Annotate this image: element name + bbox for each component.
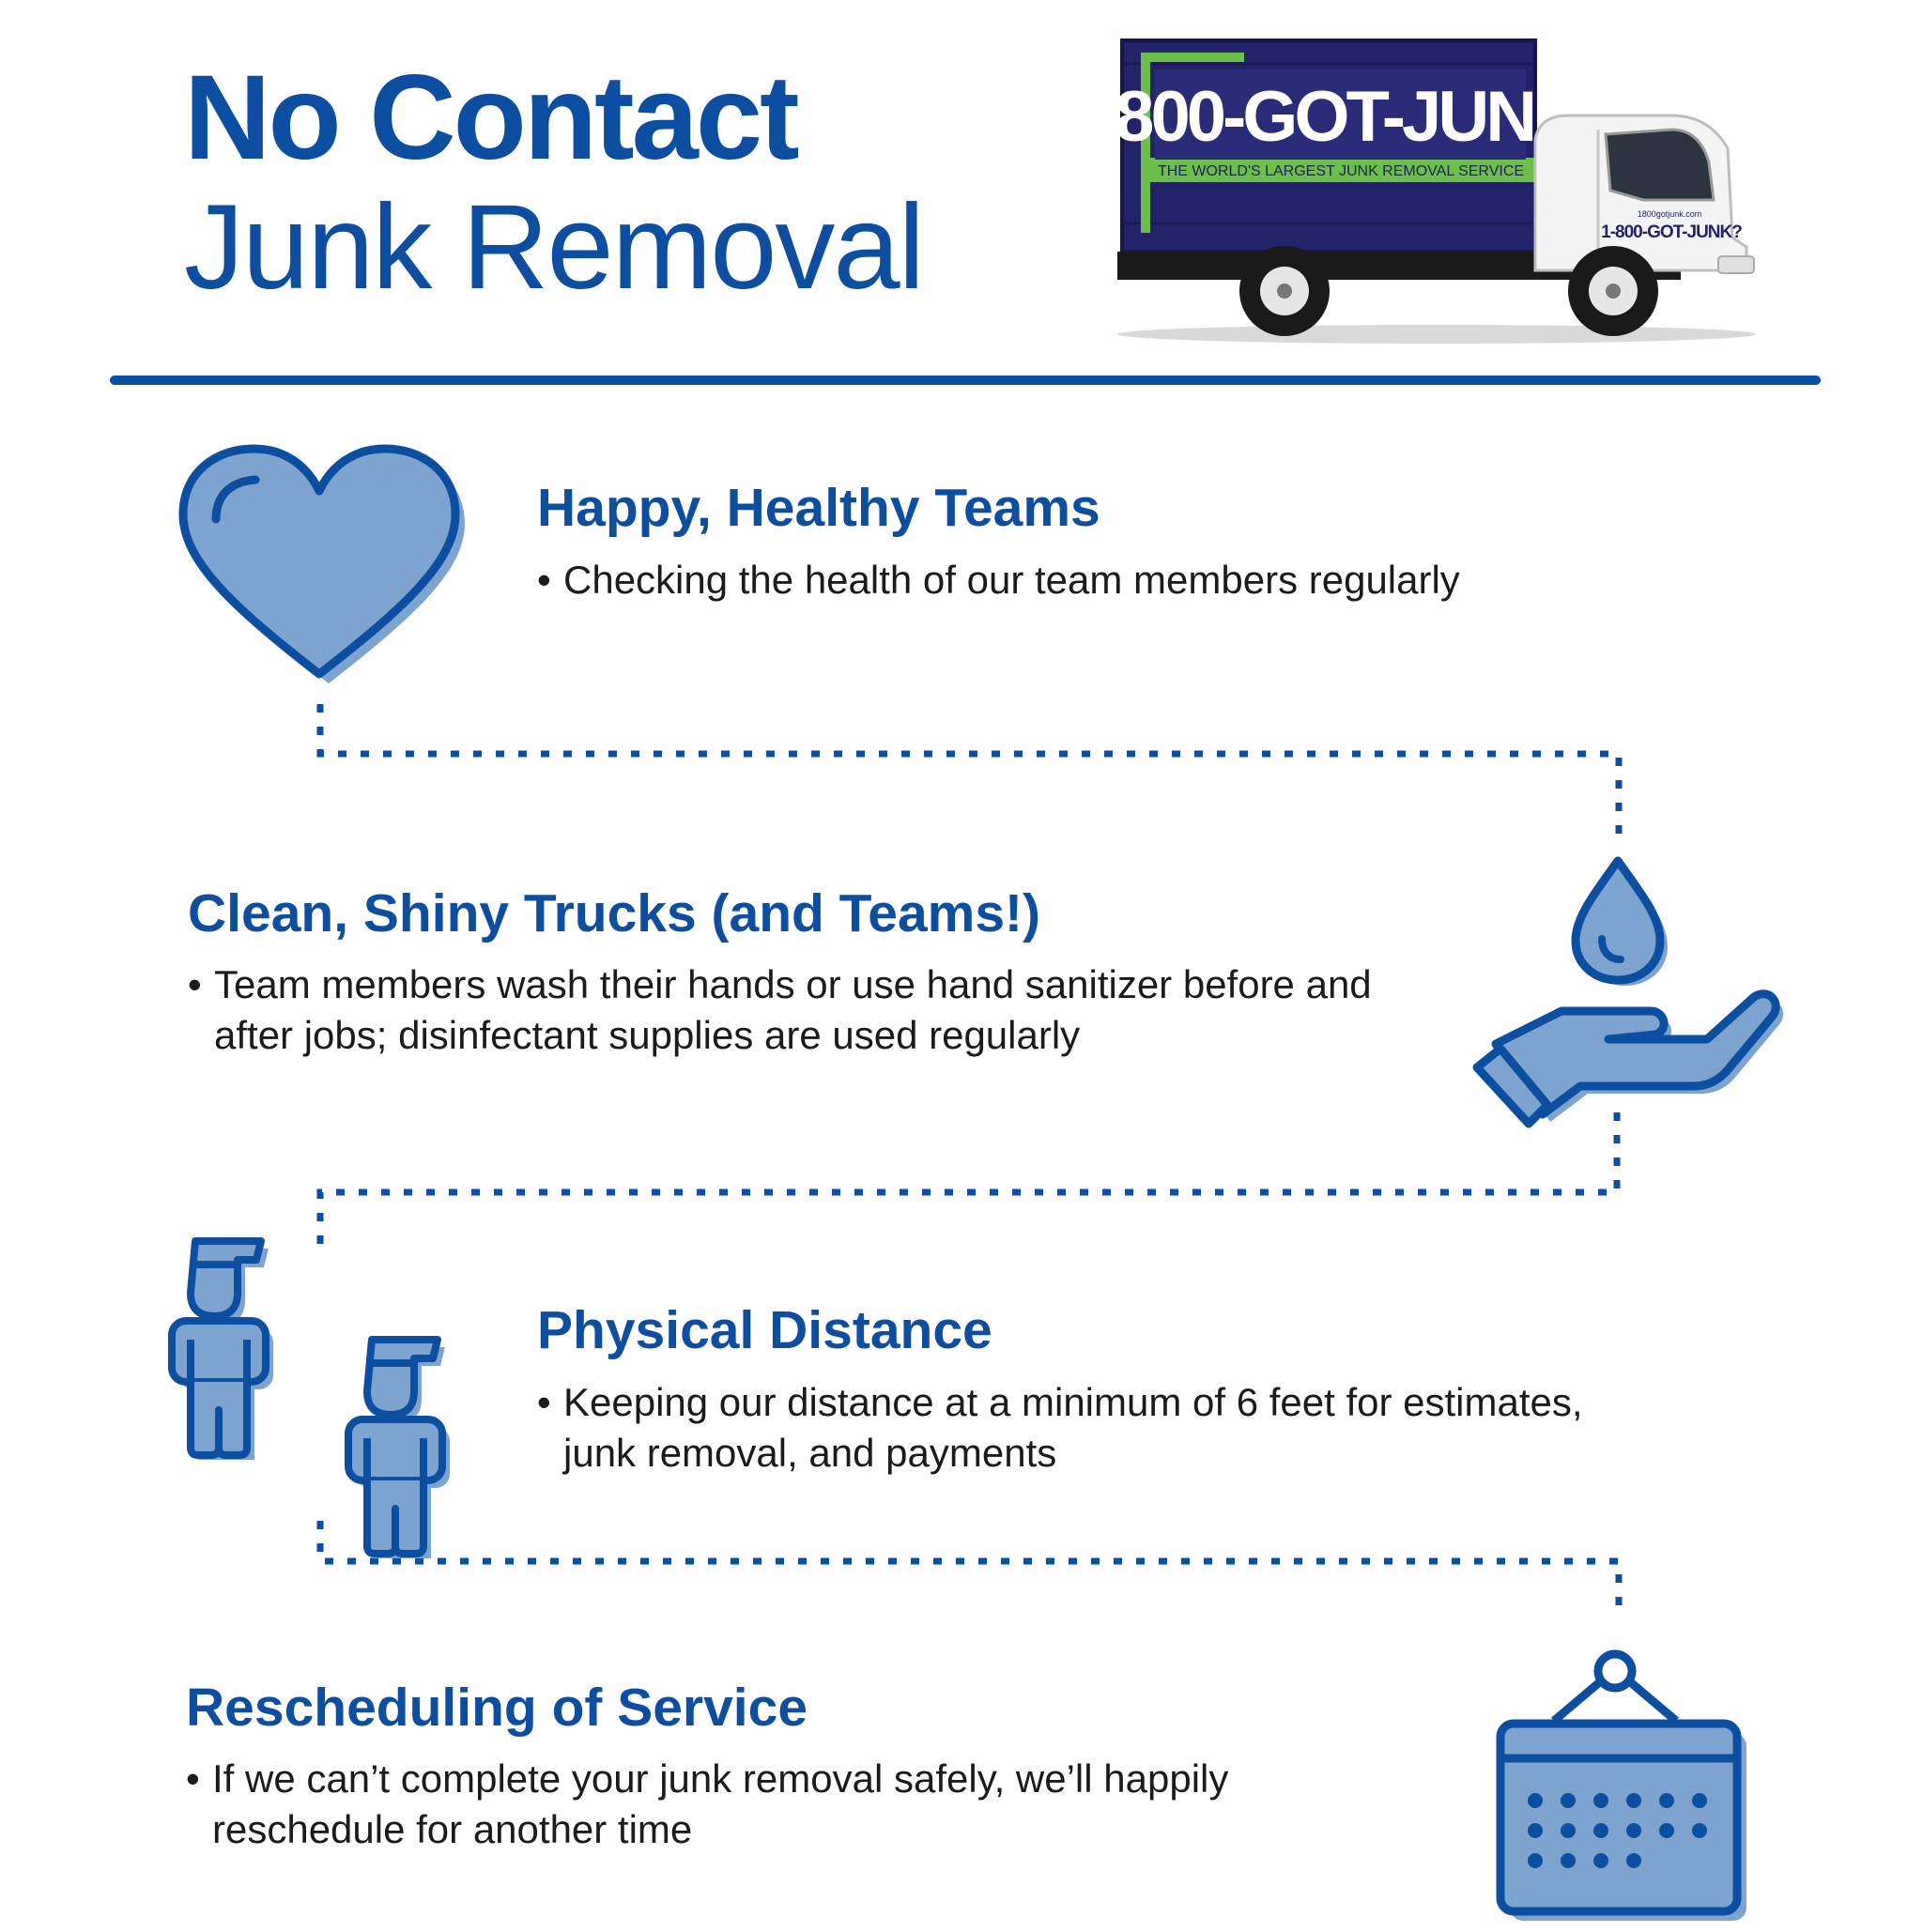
two-people-icon xyxy=(168,1237,468,1532)
truck-icon: 1-800-GOT-JUNK? THE WORLD'S LARGEST JUNK… xyxy=(1059,36,1756,345)
section-line-2: junk removal, and payments xyxy=(563,1431,1057,1475)
section-text-rescheduling: • If we can’t complete your junk removal … xyxy=(186,1754,1228,1855)
heart-icon xyxy=(178,444,465,683)
section-heading-clean-trucks: Clean, Shiny Trucks (and Teams!) xyxy=(188,883,1041,943)
page-title-light: Junk Removal xyxy=(184,180,925,314)
section-heading-physical-distance: Physical Distance xyxy=(537,1300,992,1360)
section-line-2: after jobs; disinfectant supplies are us… xyxy=(214,1013,1081,1057)
truck-tagline: THE WORLD'S LARGEST JUNK REMOVAL SERVICE xyxy=(1158,163,1524,179)
section-line-1: Checking the health of our team members … xyxy=(563,558,1460,602)
section-line-1: Keeping our distance at a minimum of 6 f… xyxy=(563,1380,1583,1424)
section-text-physical-distance: • Keeping our distance at a minimum of 6 … xyxy=(537,1377,1583,1479)
section-text-healthy-teams: • Checking the health of our team members… xyxy=(537,555,1460,606)
section-heading-rescheduling: Rescheduling of Service xyxy=(186,1678,808,1738)
page-title-bold: No Contact xyxy=(184,51,800,185)
calendar-icon xyxy=(1496,1649,1746,1921)
truck-cab-brand: 1-800-GOT-JUNK? xyxy=(1601,222,1742,242)
header-divider xyxy=(110,376,1821,385)
section-line-1: If we can’t complete your junk removal s… xyxy=(212,1756,1229,1801)
section-line-1: Team members wash their hands or use han… xyxy=(214,962,1372,1006)
hand-water-drop-icon xyxy=(1472,856,1784,1128)
section-heading-healthy-teams: Happy, Healthy Teams xyxy=(537,478,1100,538)
truck-website: 1800gotjunk.com xyxy=(1638,209,1702,219)
truck-brand: 1-800-GOT-JUNK? xyxy=(1059,77,1622,157)
bullet-point: • xyxy=(537,1380,551,1424)
bullet-point: • xyxy=(537,558,551,602)
bullet-point: • xyxy=(188,962,202,1006)
bullet-point: • xyxy=(186,1756,200,1801)
section-line-2: reschedule for another time xyxy=(212,1807,693,1851)
section-text-clean-trucks: • Team members wash their hands or use ha… xyxy=(188,959,1372,1061)
